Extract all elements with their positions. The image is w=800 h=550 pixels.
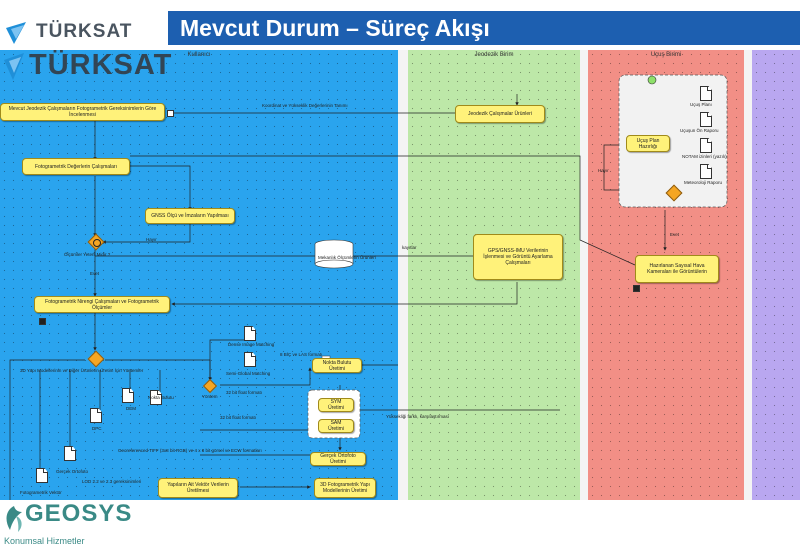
flow-label: Yöntem: [202, 394, 218, 399]
flow-label: Yüksekliği farklı, karşılaştırması: [386, 414, 450, 419]
process-box[interactable]: Hazırlanan Sayısal Hava Kameraları ile G…: [635, 255, 719, 283]
logo-text: TÜRKSAT: [36, 21, 133, 42]
flow-label: DPC: [92, 426, 102, 431]
document-icon: [90, 408, 102, 423]
document-icon: [700, 164, 712, 179]
flow-label: 32 bit float formatı: [220, 415, 257, 420]
data-marker-icon: [633, 285, 640, 292]
lane-divider: [580, 50, 588, 500]
turksat-logo-large: TÜRKSAT: [2, 50, 171, 87]
turksat-emblem-icon: [6, 22, 26, 44]
process-box[interactable]: Jeodezik Çalışmalar Ürünleri: [455, 105, 545, 123]
flow-label: Semi-Global Matching: [226, 371, 271, 376]
lane-extra: [752, 50, 800, 500]
header: TÜRKSAT Mevcut Durum – Süreç Akışı: [0, 0, 800, 48]
data-marker-icon: [167, 110, 174, 117]
process-box[interactable]: SAM Üretimi: [318, 419, 354, 433]
geosys-emblem-icon: [6, 506, 23, 532]
flow-label: Fotogrametrik Vektör: [20, 490, 62, 495]
database-icon: [314, 239, 354, 269]
flow-label: Nokta Bulutu: [148, 395, 174, 400]
process-box[interactable]: Fotogrametrik Nirengi Çalışmaları ve Fot…: [34, 296, 170, 313]
process-box[interactable]: Uçuş Plan Hazırlığı: [626, 135, 670, 152]
document-icon: [64, 446, 76, 461]
document-icon: [122, 388, 134, 403]
page-title: Mevcut Durum – Süreç Akışı: [180, 15, 490, 41]
process-box[interactable]: SYM Üretimi: [318, 398, 354, 412]
flow-label: 3D Yapı Modellerinin ve Diğer Ürünlerin …: [20, 368, 144, 373]
flow-label: NOTAM izinleri (yazılı): [682, 154, 727, 159]
flow-label: 32 bit float formatı: [226, 390, 263, 395]
lane-label: Kullanıcı: [187, 52, 211, 58]
flow-label: Meteoroloji Raporu: [684, 180, 723, 185]
lane-divider: [744, 50, 752, 500]
flow-label: Mekanlık Ölçümlerin Ürünleri: [318, 255, 376, 260]
flow-label: Evet: [90, 271, 100, 276]
geosys-subtitle: Konumsal Hizmetler: [4, 536, 85, 546]
lane-kullanici: Kullanıcı: [0, 50, 398, 500]
turksat-logo: TÜRKSAT: [2, 20, 131, 51]
process-box[interactable]: Mevcut Jeodezik Çalışmaların Fotogrametr…: [0, 103, 165, 121]
flow-label: Evet: [670, 232, 680, 237]
process-box[interactable]: Yapıların Ait Vektör Verilerin Üretilmes…: [158, 478, 238, 498]
flow-label: kayıtlar: [402, 245, 417, 250]
flow-label: Hayır: [598, 168, 609, 173]
geosys-logo-text: GEOSYS: [25, 500, 133, 527]
document-icon: [700, 86, 712, 101]
gateway-ring: [92, 238, 101, 247]
process-box[interactable]: 3D Fotogrametrik Yapı Modellerinin Üreti…: [314, 478, 376, 498]
process-box[interactable]: Fotogrametrik Değerlerin Çalışmaları: [22, 158, 130, 175]
data-marker-icon: [39, 318, 46, 325]
flow-label: Hayır: [146, 237, 157, 242]
flow-label: 8 BİÇ ve LAS formatı: [280, 352, 323, 357]
title-band: Mevcut Durum – Süreç Akışı: [168, 11, 800, 45]
process-diagram: Kullanıcı Jeodezik Birim Uçuş Birimi TÜR…: [0, 50, 800, 500]
logo-text: TÜRKSAT: [29, 50, 173, 81]
process-box[interactable]: Nokta Bulutu Üretimi: [312, 358, 362, 373]
flow-label: Uçuşun Ön Raporu: [680, 128, 719, 133]
flow-label: Georeferenced TIFF (3x8 bit RGB) ve 4 x …: [118, 448, 262, 453]
flow-label: Uçuş Planı: [690, 102, 712, 107]
document-icon: [700, 112, 712, 127]
document-icon: [36, 468, 48, 483]
flow-label: LOD 2.2 ve 2.3 gereksinimleri: [82, 479, 142, 484]
lane-label: Jeodezik Birim: [474, 52, 514, 58]
document-icon: [244, 352, 256, 367]
process-box[interactable]: GPS/GNSS-IMU Verilerinin İşlenmesi ve Gö…: [473, 234, 563, 280]
document-icon: [150, 390, 162, 405]
document-icon: [700, 138, 712, 153]
lane-divider: [398, 50, 408, 500]
flow-label: DEM: [126, 406, 136, 411]
turksat-emblem-icon: [4, 53, 24, 80]
lane-label: Uçuş Birimi: [650, 52, 682, 58]
footer: GEOSYS Konumsal Hizmetler: [0, 500, 800, 550]
flow-label: Koordinat ve Yükseklik Değerlerinin Tanı…: [262, 103, 348, 108]
process-box[interactable]: GNSS Ölçü ve İmzaların Yapılması: [145, 208, 235, 224]
process-box[interactable]: Gerçek Ortofoto Üretimi: [310, 452, 366, 466]
flow-label: Ölçümler Yeterli Midir ?: [64, 252, 111, 257]
flow-label: Gerçek Ortofoto: [56, 469, 89, 474]
flow-label: Dense Image Matching: [228, 342, 275, 347]
document-icon: [244, 326, 256, 341]
